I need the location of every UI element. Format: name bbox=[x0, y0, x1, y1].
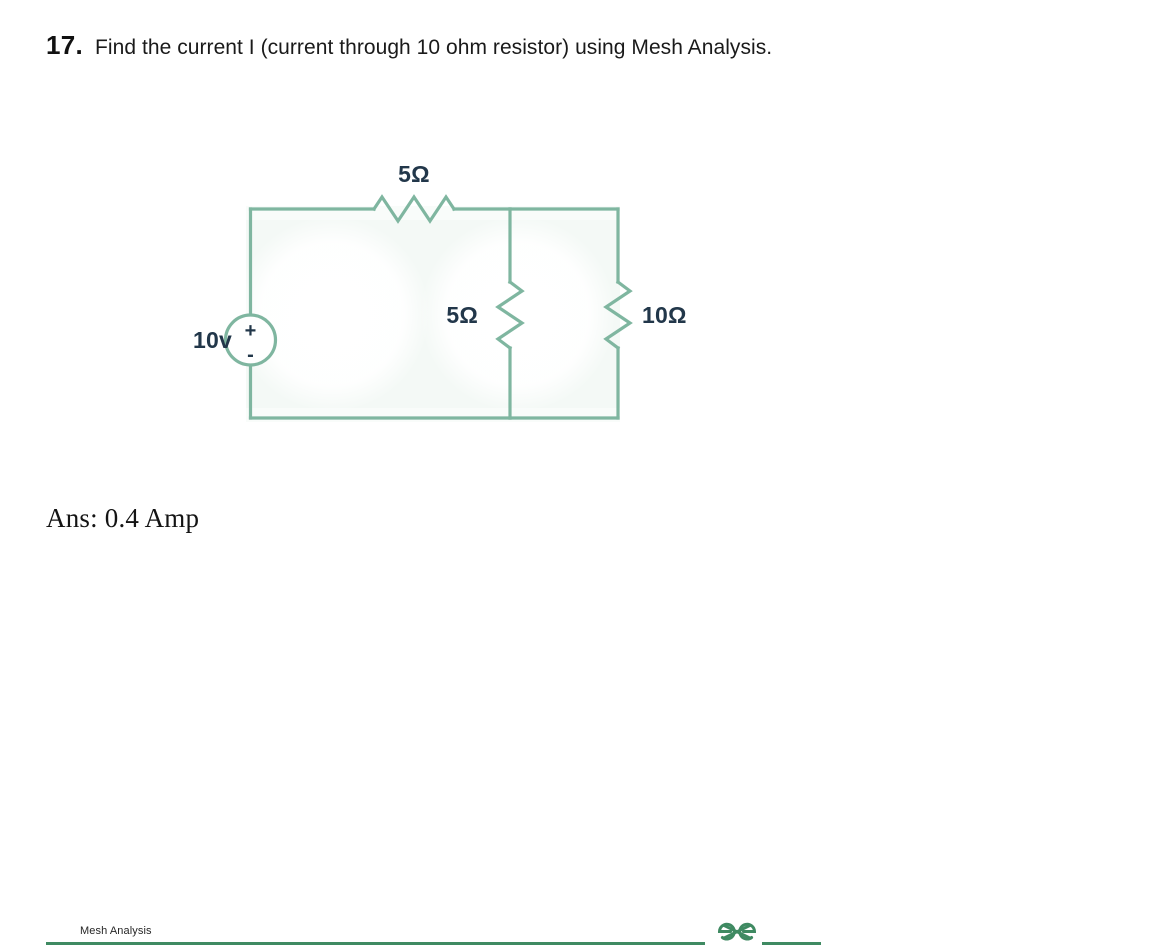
voltage-source-symbol: + - bbox=[223, 313, 278, 367]
geeksforgeeks-logo-icon bbox=[717, 922, 757, 941]
circuit-diagram: + - 10v 5Ω 5Ω 10Ω bbox=[120, 150, 740, 450]
footer-rule-left bbox=[46, 942, 705, 945]
footer-rule-right bbox=[762, 942, 821, 945]
answer-text: Ans: 0.4 Amp bbox=[46, 503, 200, 533]
resistor-symbol-right bbox=[603, 279, 633, 351]
resistor-label-middle-5-ohm: 5Ω bbox=[446, 302, 478, 328]
circuit-wires bbox=[248, 194, 633, 420]
resistor-symbol-middle bbox=[495, 279, 525, 351]
circuit-schematic-svg: + - 10v 5Ω 5Ω 10Ω bbox=[193, 161, 687, 422]
resistor-symbol-top bbox=[371, 194, 457, 224]
source-caption: Mesh Analysis bbox=[80, 925, 152, 937]
question-number: 17. bbox=[46, 30, 84, 60]
footer-watermark-strip: Mesh Analysis bbox=[0, 455, 1170, 945]
resistor-label-right-10-ohm: 10Ω bbox=[642, 302, 687, 328]
watermark-backdrop bbox=[234, 206, 620, 422]
source-minus-sign: - bbox=[247, 344, 254, 366]
voltage-source-label: 10v bbox=[193, 327, 232, 353]
question-text: Find the current I (current through 10 o… bbox=[95, 36, 773, 59]
question-heading: 17. Find the current I (current through … bbox=[46, 30, 1136, 61]
source-plus-sign: + bbox=[245, 320, 257, 342]
resistor-label-top-5-ohm: 5Ω bbox=[398, 161, 430, 187]
